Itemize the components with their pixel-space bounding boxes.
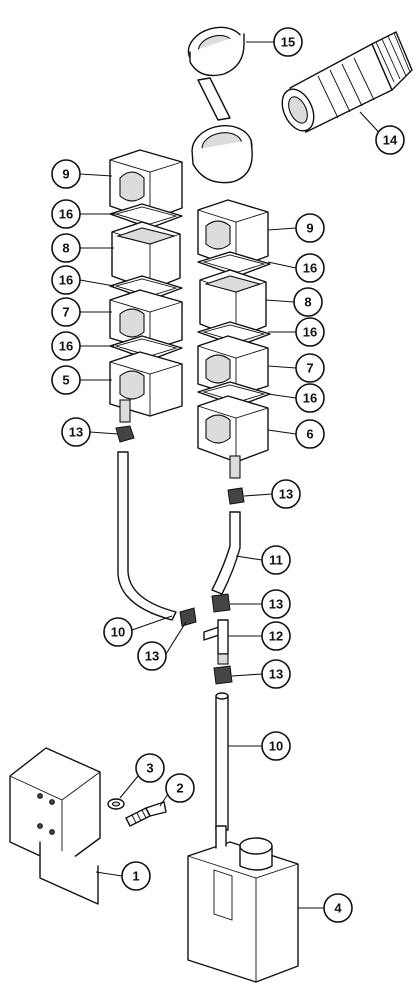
callout-15: 15: [273, 27, 303, 57]
callout-13-left: 13: [61, 417, 91, 447]
callout-label: 10: [111, 625, 125, 640]
callout-14: 14: [375, 125, 405, 155]
callout-label: 10: [269, 739, 283, 754]
callout-label: 5: [62, 373, 69, 388]
callout-16-left-1: 16: [51, 199, 81, 229]
callout-label: 4: [334, 901, 342, 916]
callout-label: 16: [303, 391, 317, 406]
callout-16-left-3: 16: [51, 331, 81, 361]
callout-label: 9: [62, 167, 69, 182]
callout-6: 6: [295, 419, 325, 449]
callout-label: 3: [146, 761, 153, 776]
callout-label: 6: [306, 427, 313, 442]
callout-label: 13: [269, 597, 283, 612]
callout-16-right-1: 16: [295, 253, 325, 283]
callout-label: 13: [269, 667, 283, 682]
callout-7-left: 7: [51, 297, 81, 327]
callout-16-left-2: 16: [51, 265, 81, 295]
callout-label: 13: [145, 649, 159, 664]
callout-11: 11: [261, 545, 291, 575]
callout-5: 5: [51, 365, 81, 395]
callout-label: 2: [176, 781, 183, 796]
callout-label: 16: [59, 273, 73, 288]
callout-label: 8: [62, 241, 69, 256]
callout-label: 13: [69, 425, 83, 440]
callout-label: 14: [383, 133, 398, 148]
callout-9-left: 9: [51, 159, 81, 189]
callout-label: 16: [303, 261, 317, 276]
cap-strap-part: [187, 26, 253, 184]
callout-label: 12: [269, 629, 283, 644]
callout-label: 7: [62, 305, 69, 320]
callout-16-right-2: 16: [295, 317, 325, 347]
callout-label: 7: [306, 361, 313, 376]
callout-10-left: 10: [103, 617, 133, 647]
callout-9-right: 9: [295, 213, 325, 243]
callout-label: 16: [303, 325, 317, 340]
callout-label: 1: [132, 869, 139, 884]
clamps: [115, 425, 245, 685]
callout-13-left-2: 13: [137, 641, 167, 671]
right-bottle-stack: [197, 199, 271, 479]
left-hose: [117, 451, 177, 621]
callout-13-right-3: 13: [261, 659, 291, 689]
callout-2: 2: [165, 773, 195, 803]
right-hose-11: [211, 511, 241, 595]
callout-10-right: 10: [261, 731, 291, 761]
leader-lines: [79, 41, 387, 909]
callout-label: 13: [279, 487, 293, 502]
bolt-part: [125, 801, 167, 827]
left-bottle-stack: [109, 149, 183, 423]
callout-7-right: 7: [295, 353, 325, 383]
right-hose-10: [215, 692, 229, 831]
callout-16-right-3: 16: [295, 383, 325, 413]
callout-label: 16: [59, 207, 73, 222]
callout-3: 3: [135, 753, 165, 783]
bracket-part: [9, 747, 101, 905]
callout-13-right-1: 13: [271, 479, 301, 509]
reservoir-part: [187, 825, 299, 983]
callout-13-right-2: 13: [261, 589, 291, 619]
coupler-part: [281, 31, 413, 133]
callout-8-right: 8: [293, 287, 323, 317]
callout-12: 12: [261, 621, 291, 651]
callout-label: 11: [269, 553, 283, 568]
callout-8-left: 8: [51, 233, 81, 263]
callout-label: 16: [59, 339, 73, 354]
washer-part: [107, 798, 125, 810]
callout-label: 15: [281, 35, 295, 50]
callout-label: 9: [306, 221, 313, 236]
callout-label: 8: [304, 295, 311, 310]
callout-1: 1: [121, 861, 151, 891]
tee-fitting: [203, 619, 229, 665]
callout-4: 4: [323, 893, 353, 923]
